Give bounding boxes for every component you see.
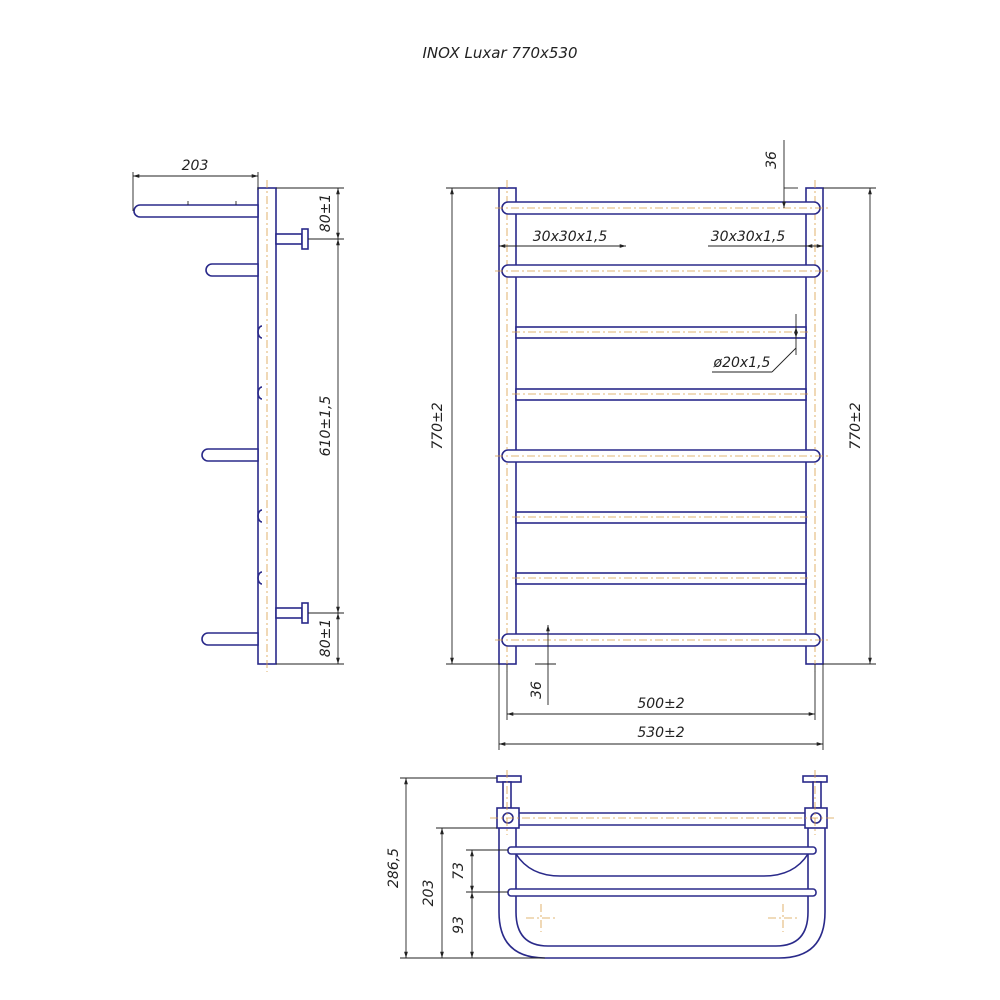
top-shelf-a-label: 73 — [451, 862, 467, 880]
front-height-left-label: 770±2 — [430, 402, 446, 449]
front-left-profile — [498, 187, 517, 665]
top-view: 286,5 203 73 93 — [386, 770, 835, 959]
side-top-offset-label: 80±1 — [318, 194, 334, 232]
front-right-profile — [805, 187, 824, 665]
front-rung-inner — [515, 511, 807, 524]
side-bottom-offset-label: 80±1 — [318, 619, 334, 657]
top-shelf-b-label: 93 — [451, 916, 467, 934]
side-wall-mount-top — [275, 228, 309, 250]
side-depth-label: 203 — [182, 158, 209, 174]
front-rung-inner — [515, 326, 807, 339]
side-mount-distance-label: 610±1,5 — [318, 396, 334, 457]
bar-diameter-label: ø20x1,5 — [713, 355, 771, 371]
side-rung — [201, 448, 259, 462]
front-bottom-gap-label: 36 — [529, 681, 545, 699]
side-top-shelf-bar — [133, 204, 259, 218]
front-top-gap-label: 36 — [764, 151, 780, 169]
front-view: 770±2 770±2 36 36 30x30x1,5 30x30x1,5 ø2… — [430, 140, 876, 750]
top-wall-flange-left — [496, 775, 522, 783]
side-rung — [201, 632, 259, 646]
top-shelf-rung — [507, 888, 817, 897]
top-total-depth-label: 286,5 — [386, 848, 402, 888]
top-depth-label: 203 — [421, 880, 437, 907]
profile-right-label: 30x30x1,5 — [711, 229, 786, 245]
front-height-right-label: 770±2 — [848, 402, 864, 449]
profile-left-label: 30x30x1,5 — [533, 229, 608, 245]
top-outer-frame — [498, 818, 826, 959]
inner-width-label: 500±2 — [637, 696, 684, 712]
top-shelf-rung — [507, 846, 817, 855]
front-rung-inner — [515, 572, 807, 585]
side-view: 203 80±1 610±1,5 80±1 — [132, 158, 344, 672]
side-rung — [205, 263, 259, 277]
front-rung-inner — [515, 388, 807, 401]
side-wall-mount-bottom — [275, 602, 309, 624]
drawing-title: INOX Luxar 770x530 — [422, 44, 578, 62]
outer-width-label: 530±2 — [637, 725, 684, 741]
